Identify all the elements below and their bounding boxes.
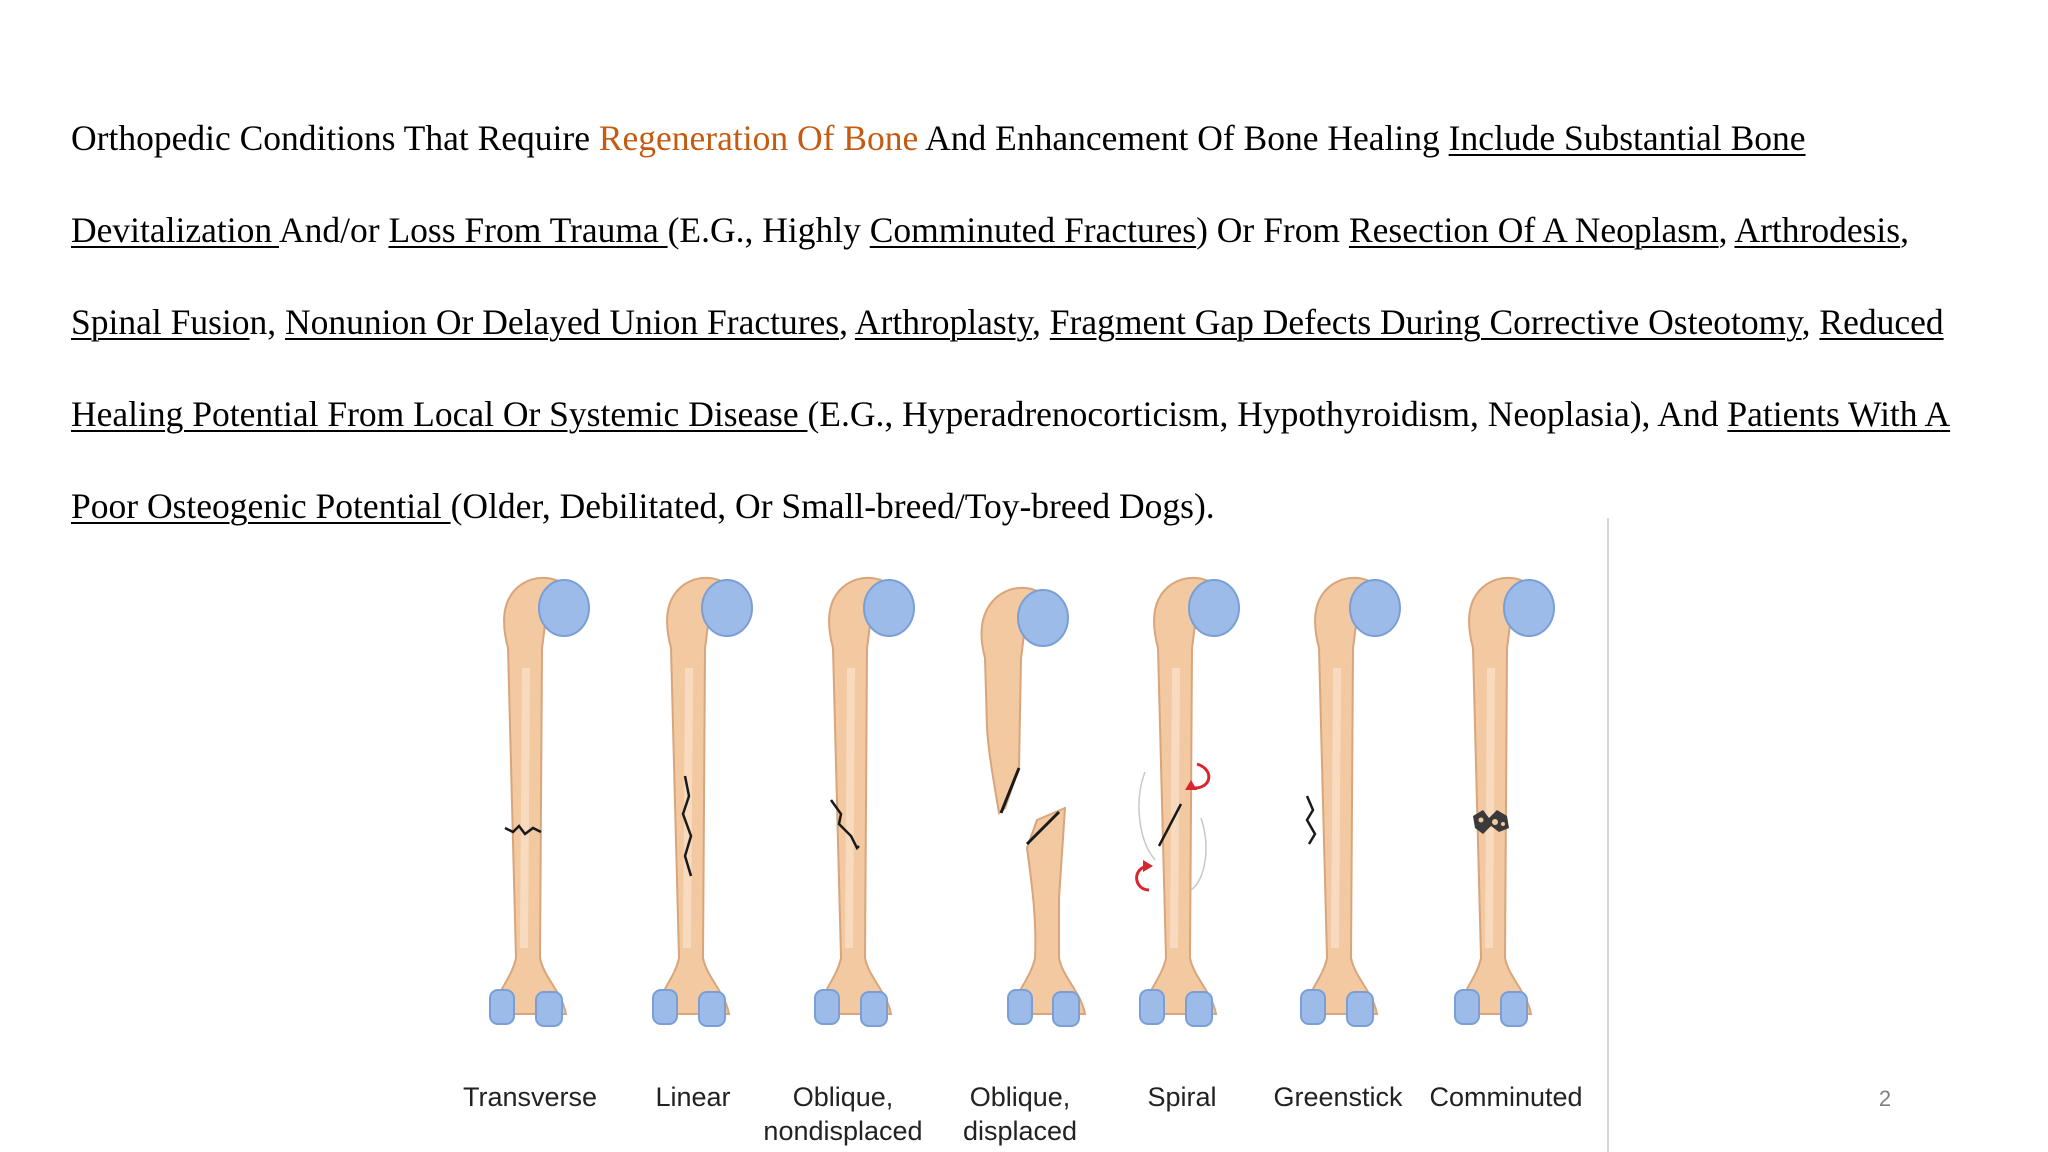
bone-spiral — [1135, 578, 1239, 1026]
term-nonunion-fractures: Nonunion Or Delayed Union Fractures — [285, 302, 840, 342]
term-arthrodesis: Arthrodesis — [1734, 210, 1901, 250]
term-bone-devitalization: Include Substantial Bone Devitalization — [71, 118, 1806, 250]
highlight-regeneration-of-bone: Regeneration Of Bone — [598, 118, 919, 158]
bones-svg — [455, 518, 1605, 1152]
text-segment: , — [1032, 302, 1050, 342]
term-reduced-healing-potential: Reduced Healing Potential From Local Or … — [71, 302, 1944, 434]
caption-line: Transverse — [462, 1082, 598, 1112]
term-fragment-gap-defects: Fragment Gap Defects During Corrective O… — [1049, 302, 1802, 342]
caption-comminuted: Comminuted — [1411, 1080, 1601, 1114]
caption-oblique-nondisplaced: Oblique, nondisplaced — [748, 1080, 938, 1148]
text-segment: (E.G., Hyperadrenocorticism, Hypothyroid… — [807, 394, 1728, 434]
caption-linear: Linear — [598, 1080, 788, 1114]
divider-line — [1607, 518, 1609, 1152]
caption-line: Linear — [655, 1082, 731, 1112]
term-spinal-fusion: Spinal Fusio — [71, 302, 250, 342]
term-comminuted-fractures: Comminuted Fractures — [869, 210, 1197, 250]
term-resection-of-neoplasm: Resection Of A Neoplasm — [1348, 210, 1719, 250]
text-segment: ) Or From — [1196, 210, 1349, 250]
caption-spiral: Spiral — [1087, 1080, 1277, 1114]
caption-line: nondisplaced — [763, 1116, 923, 1146]
text-segment: (E.G., Highly — [667, 210, 870, 250]
bone-linear — [653, 578, 752, 1026]
term-loss-from-trauma: Loss From Trauma — [388, 210, 668, 250]
caption-line: Oblique, — [792, 1082, 894, 1112]
caption-oblique-displaced: Oblique, displaced — [925, 1080, 1115, 1148]
page-number: 2 — [1878, 1086, 1892, 1111]
caption-transverse: Transverse — [435, 1080, 625, 1114]
bone-comminuted — [1455, 578, 1554, 1026]
text-segment: , — [839, 302, 855, 342]
caption-line: Comminuted — [1429, 1082, 1583, 1112]
caption-line: Greenstick — [1273, 1082, 1403, 1112]
bone-oblique-displaced — [980, 586, 1087, 1027]
text-segment: , — [1900, 210, 1909, 250]
bone-greenstick — [1301, 578, 1400, 1026]
term-arthroplasty: Arthroplasty — [854, 302, 1033, 342]
caption-greenstick: Greenstick — [1243, 1080, 1433, 1114]
term-poor-osteogenic-potential: Patients With A Poor Osteogenic Potentia… — [71, 394, 1951, 526]
text-segment: , — [1718, 210, 1735, 250]
text-segment: Orthopedic Conditions That Require — [71, 118, 599, 158]
text-segment: (Older, Debilitated, Or Small-breed/Toy-… — [450, 486, 1215, 526]
body-paragraph: Orthopedic Conditions That Require Regen… — [71, 92, 2001, 552]
bone-oblique-nondisplaced — [815, 578, 914, 1026]
bone-transverse — [490, 578, 589, 1026]
text-segment: And/or — [279, 210, 389, 250]
text-segment: , — [1801, 302, 1820, 342]
text-segment: And Enhancement Of Bone Healing — [918, 118, 1449, 158]
text-segment: n, — [249, 302, 286, 342]
fracture-types-illustration: Transverse Linear Oblique, nondisplaced O… — [455, 518, 1605, 1152]
caption-line: displaced — [962, 1116, 1078, 1146]
caption-line: Spiral — [1147, 1082, 1217, 1112]
caption-line: Oblique, — [969, 1082, 1071, 1112]
